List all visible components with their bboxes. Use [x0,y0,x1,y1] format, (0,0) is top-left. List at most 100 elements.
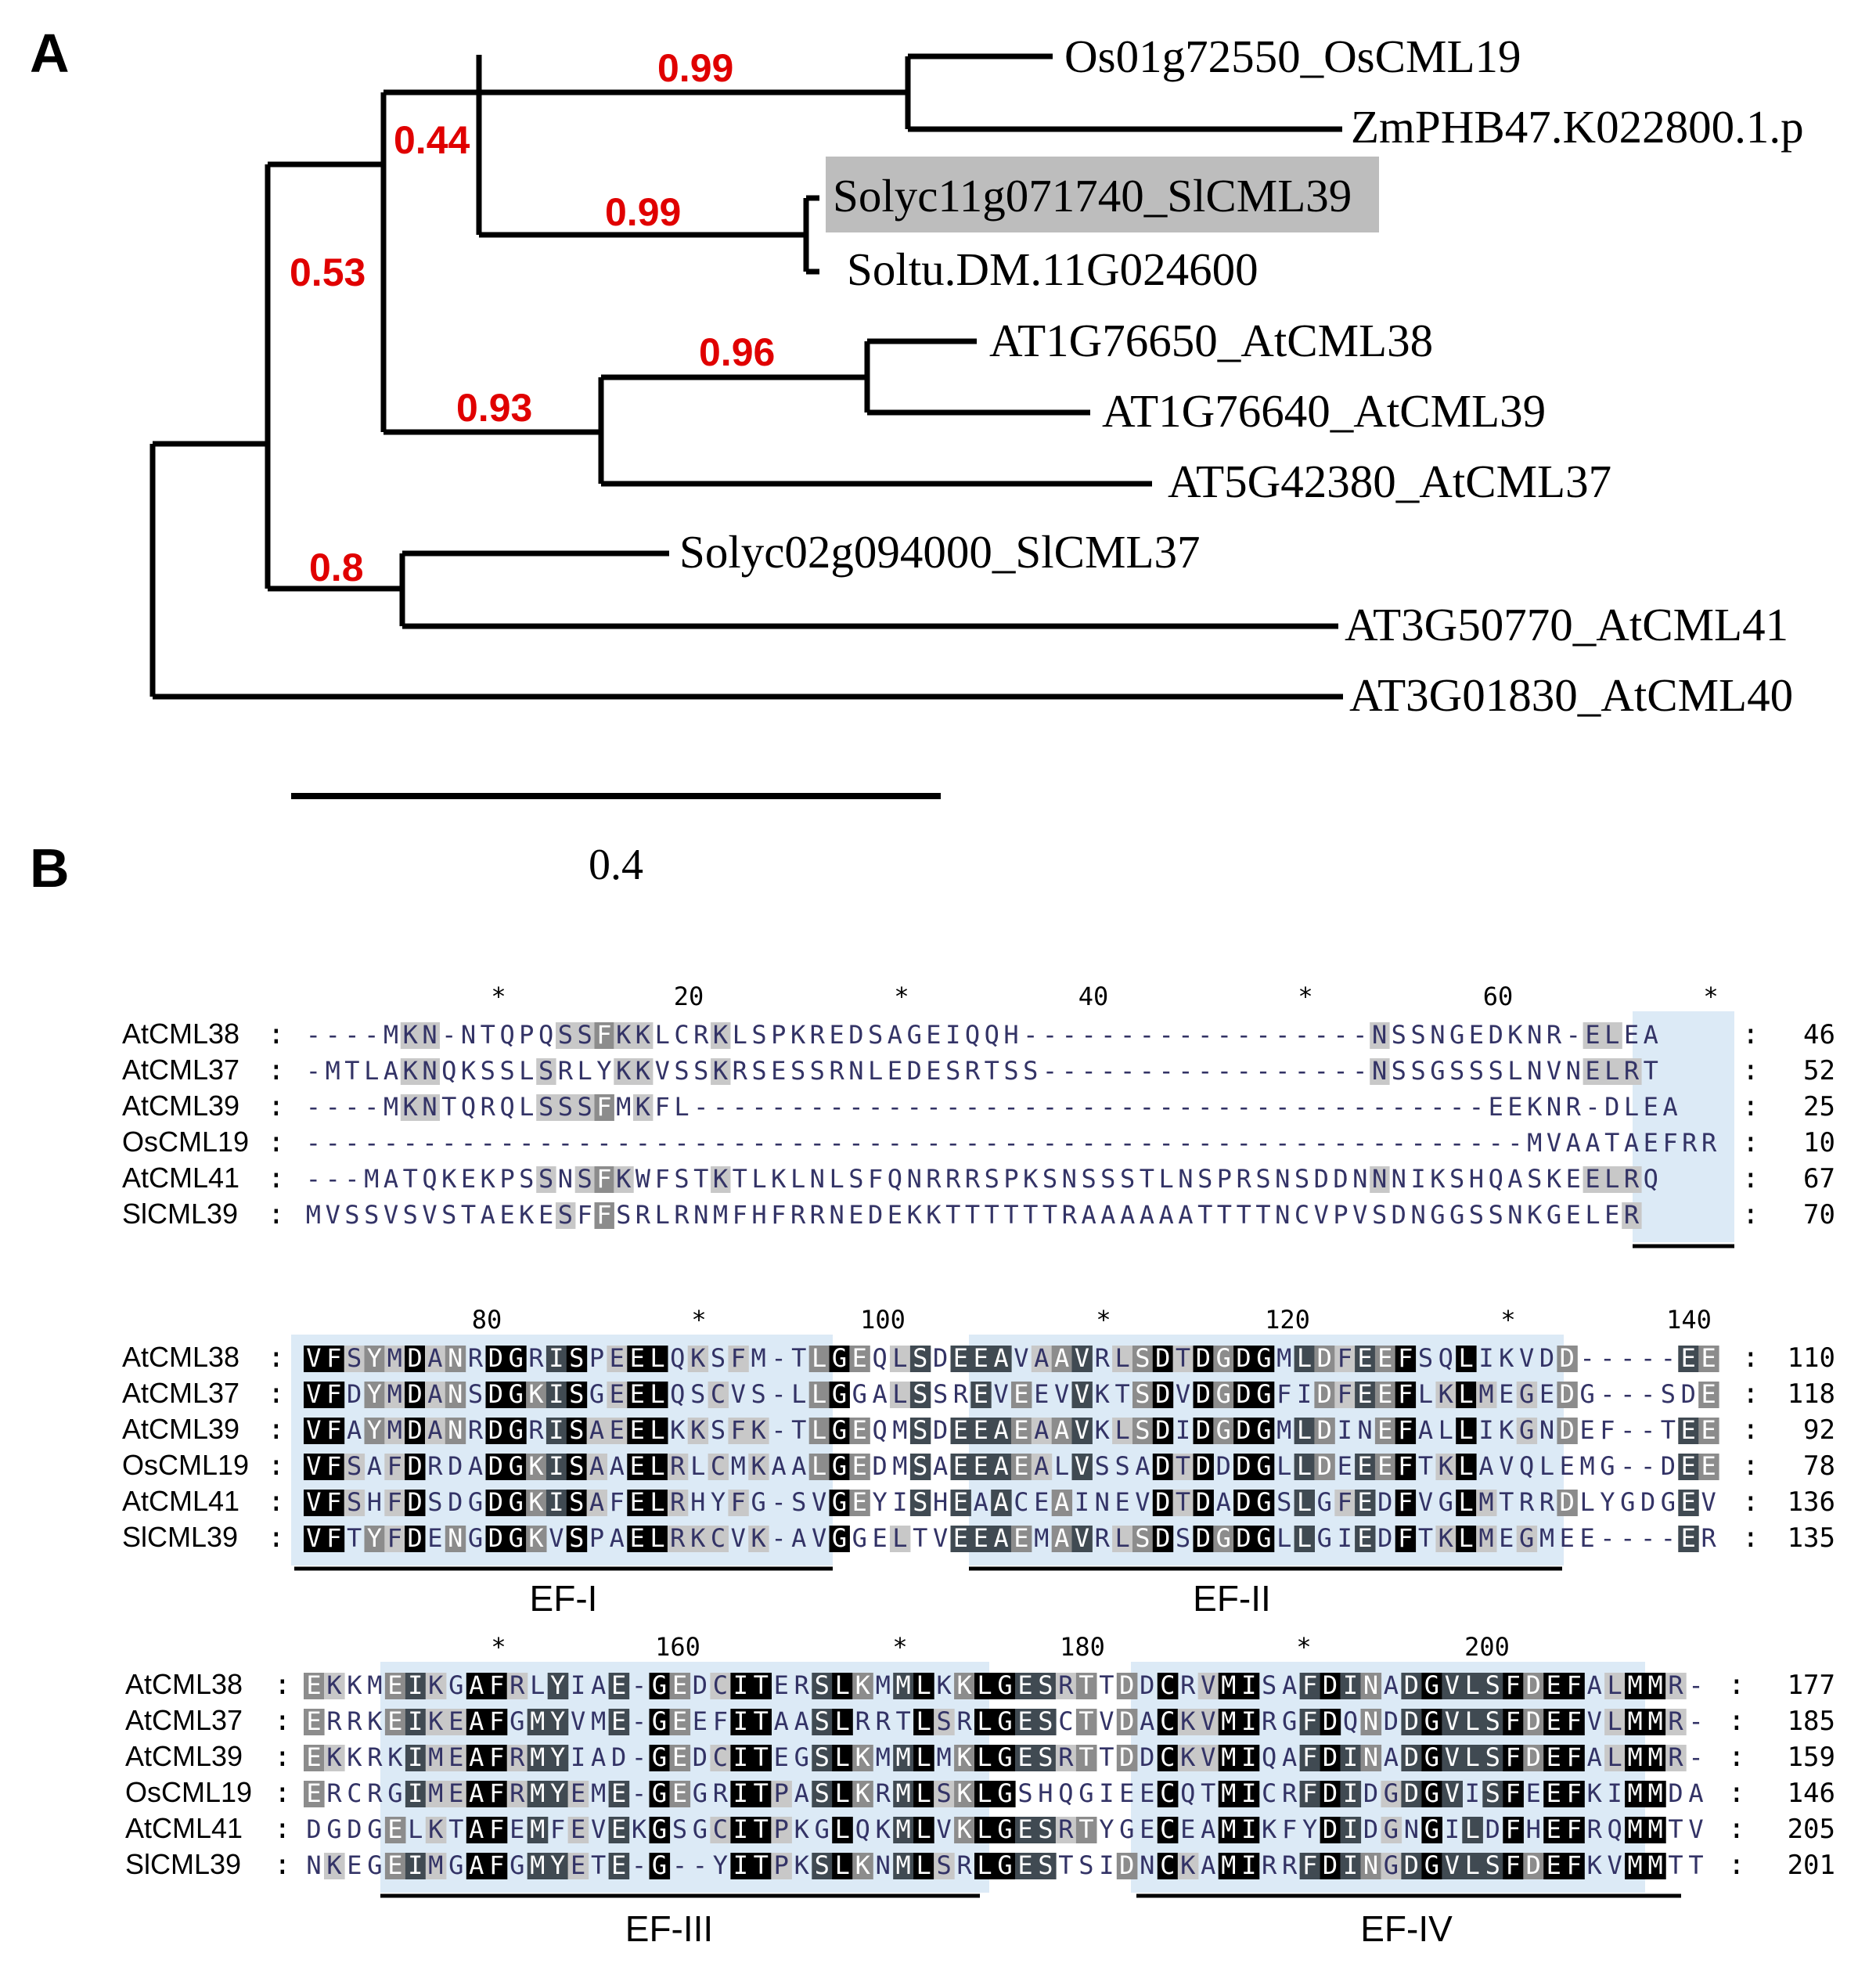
residue: T [1176,1451,1190,1481]
residue: E [1507,1092,1522,1122]
residue: E [448,1706,463,1736]
residue: M [895,1742,910,1772]
residue: D [1155,1415,1170,1445]
sequence-name: AtCML39 [122,1413,239,1445]
residue: R [347,1706,362,1736]
residue: A [427,1379,442,1409]
residue: M [387,1415,402,1445]
residue: G [1547,1200,1561,1230]
residue: L [1114,1523,1129,1553]
residue: S [1262,1670,1276,1700]
residue-shade [506,1418,527,1444]
residue: K [690,1523,706,1553]
residue: - [1237,1056,1251,1086]
residue: G [1256,1415,1271,1445]
residue-shade [556,1022,576,1049]
residue-shade [1172,1346,1194,1372]
residue: V [306,1343,321,1373]
residue: R [670,1487,686,1517]
residue-shade [627,1454,648,1480]
residue: T [1058,1850,1073,1880]
residue: M [1478,1523,1493,1553]
residue: G [1216,1523,1231,1553]
residue-shade [1152,1382,1174,1408]
residue-shade [445,1346,466,1372]
residue: K [1507,1020,1523,1050]
support-value: 0.93 [456,386,532,430]
residue: V [812,1523,826,1553]
residue: K [347,1742,362,1772]
residue: D [488,1451,503,1481]
residue: S [1078,1850,1093,1880]
residue: T [1604,1128,1619,1158]
residue: - [326,1092,340,1122]
ruler: * 160 * 180 * 200 [491,1632,1510,1662]
residue-shade [647,1382,668,1408]
residue: R [945,1164,961,1194]
residue: L [916,1742,931,1772]
residue: - [829,1092,844,1122]
residue: N [1062,1164,1077,1194]
residue: M [892,1451,907,1481]
residue: T [733,1164,747,1194]
residue: Q [538,1020,553,1050]
residue-shade [647,1418,668,1444]
residue-shade [1152,1490,1174,1516]
residue: - [364,1092,379,1122]
residue: S [913,1487,927,1517]
residue: A [1585,1128,1600,1158]
residue: A [383,1056,398,1086]
residue: D [1119,1742,1134,1772]
residue: E [611,1850,626,1880]
residue: D [1140,1742,1154,1772]
residue: D [933,1343,948,1373]
residue: Y [550,1850,565,1880]
residue: P [774,1778,789,1808]
residue: A [610,1451,625,1481]
residue: E [926,1020,941,1050]
residue: G [1119,1814,1134,1844]
name-colons: ::: ::: ::: ::: [268,1018,1759,1230]
residue: G [1424,1742,1439,1772]
residue: R [1701,1523,1716,1553]
residue: F [1398,1415,1413,1445]
residue: C [1160,1706,1175,1736]
residue: - [1100,1092,1115,1122]
residue: N [1363,1742,1378,1772]
residue: - [1600,1379,1615,1409]
residue-shade [1374,1454,1396,1480]
residue: S [815,1742,830,1772]
residue: - [1140,1092,1154,1122]
residue: M [428,1742,443,1772]
residue: E [1034,1379,1049,1409]
residue-shade [1233,1418,1255,1444]
residue: N [876,1850,891,1880]
residue: G [852,1523,867,1553]
residue: N [1372,1164,1387,1194]
residue-shade [1253,1454,1275,1480]
residue-shade [384,1382,405,1408]
residue: H [1038,1778,1053,1808]
residue: E [926,1056,941,1086]
residue-shade [586,1454,607,1480]
residue: Y [713,1850,728,1880]
residue: R [670,1451,686,1481]
residue-shade [1334,1382,1356,1408]
residue: S [427,1487,442,1517]
residue-shade [1172,1454,1194,1480]
residue: - [1392,1128,1406,1158]
residue: L [1276,1451,1291,1481]
residue: A [794,1706,809,1736]
residue-shade [506,1382,527,1408]
svg-text::: : [1742,1018,1759,1050]
residue: K [403,1056,419,1086]
svg-text::: : [268,1378,285,1410]
residue: N [448,1523,463,1553]
residue: N [1430,1020,1445,1050]
residue: - [1275,1128,1290,1158]
residue: L [655,1200,670,1230]
residue: M [895,1778,910,1808]
residue: R [1682,1128,1698,1158]
